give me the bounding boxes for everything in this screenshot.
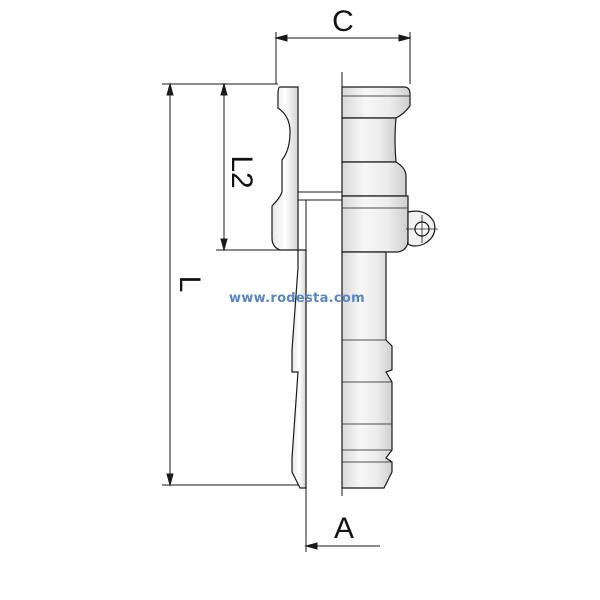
c-arrow-left <box>274 34 288 42</box>
dimension-l <box>162 82 300 487</box>
section-view <box>271 86 342 489</box>
c-arrow-right <box>398 34 412 42</box>
l-arrow-top <box>166 82 174 96</box>
lower-body <box>341 161 407 197</box>
watermark-text: www.rodesta.com <box>229 291 365 306</box>
l2-label: L2 <box>225 155 258 188</box>
l2-arrow-top <box>220 82 228 96</box>
top-collar <box>341 86 411 119</box>
hose-tail-wall-section <box>291 249 307 489</box>
l-label: L <box>173 276 206 293</box>
c-label: C <box>332 5 354 38</box>
a-label: A <box>334 512 354 545</box>
dimension-c <box>274 32 412 84</box>
l2-arrow-bottom <box>220 238 228 252</box>
exterior-view <box>341 86 438 489</box>
hose-tail <box>341 251 393 489</box>
a-arrow <box>304 542 318 550</box>
l-arrow-bottom <box>166 473 174 487</box>
dimension-a <box>304 488 380 552</box>
groove-neck <box>341 117 397 163</box>
dimension-l2 <box>216 82 298 252</box>
lug-ring <box>341 195 409 253</box>
coupler-wall-section <box>271 86 299 251</box>
